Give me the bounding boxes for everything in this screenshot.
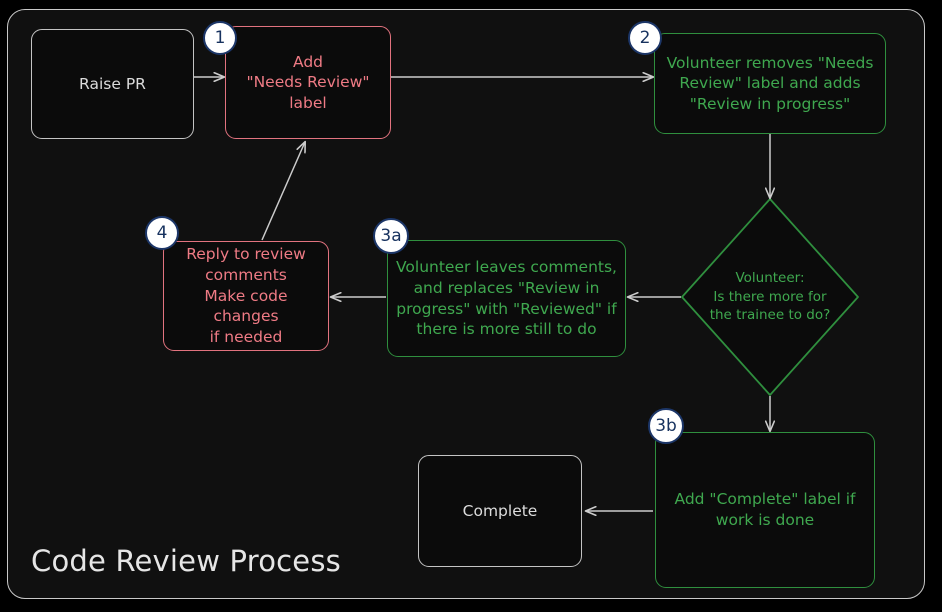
badge-step-3a-label: 3a <box>380 226 402 246</box>
node-volunteer-leaves-comments-text: Volunteer leaves comments, and replaces … <box>396 258 617 339</box>
diagram-title: Code Review Process <box>31 544 341 578</box>
node-reply-to-review-comments[interactable]: Reply to review comments Make code chang… <box>163 241 329 351</box>
node-volunteer-decision-text: Volunteer: Is there more for the trainee… <box>709 270 831 324</box>
node-add-complete-label-text: Add "Complete" label if work is done <box>674 490 856 529</box>
node-volunteer-decision[interactable]: Volunteer: Is there more for the trainee… <box>690 252 850 342</box>
badge-step-3b-label: 3b <box>655 416 677 436</box>
node-volunteer-swaps-labels[interactable]: Volunteer removes "Needs Review" label a… <box>654 33 886 134</box>
badge-step-1: 1 <box>203 21 237 55</box>
node-raise-pr[interactable]: Raise PR <box>31 29 194 139</box>
node-add-needs-review-label[interactable]: Add "Needs Review" label <box>225 26 391 139</box>
node-reply-to-review-comments-text: Reply to review comments Make code chang… <box>186 245 306 346</box>
badge-step-4: 4 <box>145 216 179 250</box>
badge-step-3a: 3a <box>373 218 409 254</box>
badge-step-2-label: 2 <box>639 28 651 48</box>
node-add-complete-label[interactable]: Add "Complete" label if work is done <box>655 432 875 588</box>
node-raise-pr-label: Raise PR <box>79 74 146 93</box>
node-add-needs-review-label-text: Add "Needs Review" label <box>246 52 370 112</box>
badge-step-1-label: 1 <box>214 28 226 48</box>
badge-step-3b: 3b <box>648 408 684 444</box>
node-volunteer-leaves-comments[interactable]: Volunteer leaves comments, and replaces … <box>387 240 626 357</box>
node-complete-label: Complete <box>462 501 538 520</box>
node-volunteer-swaps-labels-text: Volunteer removes "Needs Review" label a… <box>666 53 874 113</box>
badge-step-4-label: 4 <box>156 223 168 243</box>
node-complete[interactable]: Complete <box>418 455 582 567</box>
badge-step-2: 2 <box>628 21 662 55</box>
